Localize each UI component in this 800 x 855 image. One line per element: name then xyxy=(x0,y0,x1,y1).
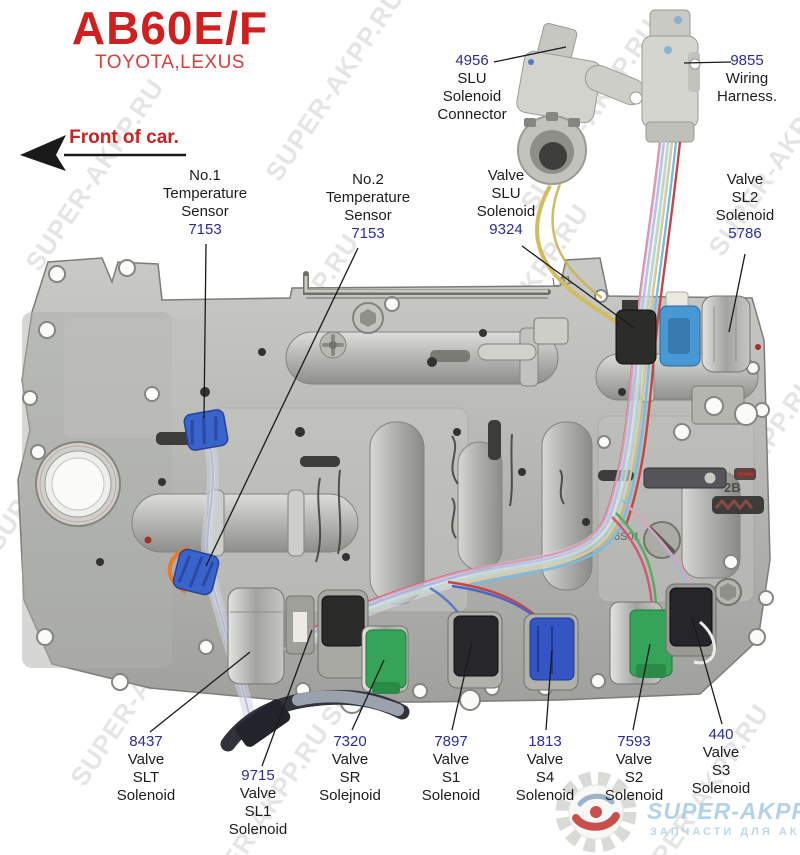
brand-logo: SUPER-AKPP ЗАПЧАСТИ ДЛЯ АКПП xyxy=(552,768,800,855)
bottom-cable xyxy=(220,689,410,752)
callout-valve-sr: 7320 Valve SR Solejnoid xyxy=(319,733,381,805)
callout-text: S1 xyxy=(441,769,461,786)
plugs-and-bolts xyxy=(144,302,761,606)
callout-text: SL1 xyxy=(244,803,272,820)
callout-wiring-harness: 9855 Wiring Harness. xyxy=(717,52,777,106)
callout-text: SR xyxy=(339,769,361,786)
callout-text: Solejnoid xyxy=(319,787,381,804)
callout-text: Valve xyxy=(487,167,525,184)
callout-text: Connector xyxy=(437,106,507,123)
yellow-wire-2 xyxy=(551,183,603,299)
callout-text: Valve xyxy=(239,785,277,802)
callout-temp-sensor-no1: No.1 Temperature Sensor 7153 xyxy=(163,167,247,239)
part-number: 9855 xyxy=(730,52,764,69)
callout-text: SLU xyxy=(491,185,521,202)
solenoid-s4 xyxy=(523,613,579,691)
callout-valve-s3: 440 Valve S3 Solenoid xyxy=(692,726,750,798)
callout-text: Valve xyxy=(726,171,764,188)
harness-clamp xyxy=(643,467,727,489)
page-subtitle: TOYOTA,LEXUS xyxy=(95,52,245,73)
callout-text: Valve xyxy=(615,751,653,768)
callout-text: No.2 xyxy=(352,171,384,188)
part-number: 5786 xyxy=(728,225,762,242)
title-block: AB60E/F TOYOTA,LEXUS xyxy=(72,4,268,73)
svg-text:2B: 2B xyxy=(724,480,741,495)
spring xyxy=(714,498,754,511)
callout-text: SL2 xyxy=(731,189,759,206)
part-number: 1813 xyxy=(528,733,562,750)
temp-sensor-1-part xyxy=(183,409,229,451)
callout-text: Valve xyxy=(702,744,740,761)
detent-rod xyxy=(303,271,569,361)
callout-valve-sl1: 9715 Valve SL1 Solenoid xyxy=(229,767,287,839)
part-number: 7897 xyxy=(434,733,468,750)
callout-text: Sensor xyxy=(181,203,229,220)
callout-text: S4 xyxy=(535,769,555,786)
callout-text: Valve xyxy=(526,751,564,768)
callout-text: Valve xyxy=(331,751,369,768)
slu-solenoid-connector-part xyxy=(516,22,646,185)
callout-valve-s2: 7593 Valve S2 Solenoid xyxy=(605,733,663,805)
callout-valve-slt: 8437 Valve SLT Solenoid xyxy=(117,733,175,805)
callout-text: Solenoid xyxy=(116,787,176,804)
solenoid-slt xyxy=(227,587,315,685)
solenoid-s3 xyxy=(665,583,717,665)
callout-text: S2 xyxy=(624,769,644,786)
bearing-bore xyxy=(35,441,121,527)
solenoid-s1 xyxy=(447,611,503,689)
page-title: AB60E/F xyxy=(71,2,269,54)
callout-text: Temperature xyxy=(162,185,248,202)
callout-text: Temperature xyxy=(325,189,411,206)
wiring-harness-connector-part xyxy=(641,9,701,143)
callout-text: Solenoid xyxy=(715,207,775,224)
part-number: 9324 xyxy=(489,221,523,238)
callout-text: No.1 xyxy=(189,167,221,184)
callout-text: Wiring xyxy=(725,70,769,87)
callout-text: Solenoid xyxy=(604,787,664,804)
callout-slu-connector: 4956 SLU Solenoid Connector xyxy=(437,52,506,124)
solenoid-s2 xyxy=(609,601,673,685)
callout-text: Solenoid xyxy=(691,780,751,797)
solenoid-sl1 xyxy=(317,589,369,679)
callout-text: Harness. xyxy=(716,88,778,105)
logo-brand-text: SUPER-AKPP xyxy=(647,798,800,824)
temp-sensor-2-part xyxy=(172,548,220,596)
part-number: 4956 xyxy=(455,52,489,69)
callout-text: Valve xyxy=(432,751,470,768)
part-number: 8437 xyxy=(129,733,163,750)
callout-text: Solenoid xyxy=(421,787,481,804)
handwritten-marks xyxy=(315,433,565,563)
part-number: 7153 xyxy=(351,225,385,242)
front-of-car-arrow xyxy=(20,135,186,171)
callout-valve-sl2: Valve SL2 Solenoid 5786 xyxy=(716,171,774,243)
callout-valve-s1: 7897 Valve S1 Solenoid xyxy=(422,733,480,805)
callout-text: Valve xyxy=(127,751,165,768)
callout-temp-sensor-no2: No.2 Temperature Sensor 7153 xyxy=(326,171,410,243)
part-number: 9715 xyxy=(241,767,275,784)
callout-text: Sensor xyxy=(344,207,392,224)
solenoid-sr xyxy=(361,625,409,694)
part-number: 7593 xyxy=(617,733,651,750)
callout-valve-slu: Valve SLU Solenoid 9324 xyxy=(477,167,535,239)
callout-text: SLU xyxy=(457,70,487,87)
callout-text: Solenoid xyxy=(515,787,575,804)
callout-text: Solenoid xyxy=(442,88,502,105)
front-of-car-label: Front of car. xyxy=(69,127,179,148)
logo-tagline-text: ЗАПЧАСТИ ДЛЯ АКПП xyxy=(650,826,800,838)
callout-valve-s4: 1813 Valve S4 Solenoid xyxy=(516,733,574,805)
gear-logo-icon xyxy=(555,771,637,853)
callout-text: S3 xyxy=(711,762,731,779)
valve-slu-solenoid-part xyxy=(615,300,657,365)
callout-text: Solenoid xyxy=(476,203,536,220)
callout-text: Solenoid xyxy=(228,821,288,838)
valve-sl2-solenoid-part xyxy=(659,291,758,426)
part-number: 440 xyxy=(708,726,734,743)
part-number: 7320 xyxy=(333,733,367,750)
callout-text: SLT xyxy=(132,769,160,786)
part-number: 7153 xyxy=(188,221,222,238)
